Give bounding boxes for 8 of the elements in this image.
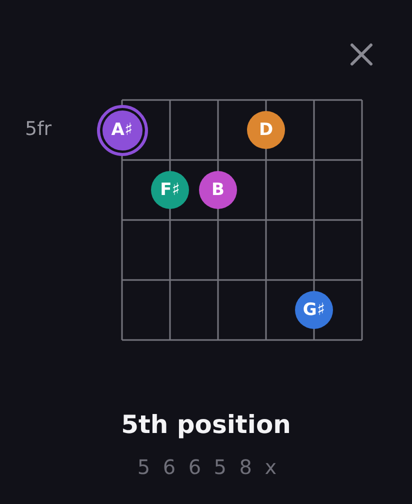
note-dot: G♯ (295, 291, 333, 329)
fret-number: 5fr (25, 118, 52, 140)
note-dot: D (247, 111, 285, 149)
fret-sequence: 5 6 6 5 8 x (136, 455, 280, 479)
position-title: 5th position (120, 410, 292, 439)
note-dot: B (199, 171, 237, 209)
root-note-dot: A♯ (96, 104, 148, 156)
note-dot: F♯ (151, 171, 189, 209)
